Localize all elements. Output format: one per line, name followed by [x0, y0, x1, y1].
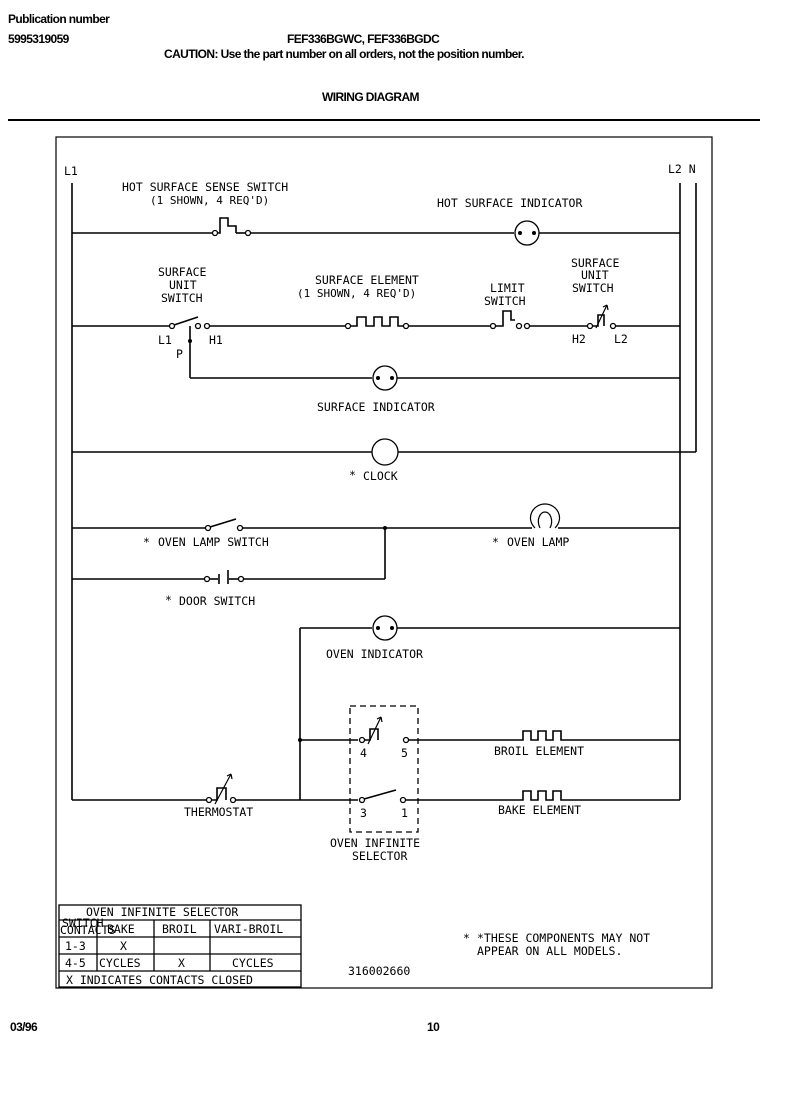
terminal-p: P [176, 347, 183, 361]
selector-table-row1-bake: X [120, 939, 127, 953]
terminal-h1: H1 [209, 333, 223, 347]
broil-element-coil [517, 730, 568, 741]
surface-unit-switch-right-label-3: SWITCH [572, 281, 614, 295]
door-switch-label: DOOR SWITCH [179, 594, 255, 608]
l1-label: L1 [64, 164, 78, 178]
terminal-h2: H2 [572, 332, 586, 346]
hot-surface-row [72, 217, 680, 246]
selector-table-corner-2: CONTACTS [60, 923, 115, 937]
thermostat-symbol [212, 787, 227, 801]
section-title: WIRING DIAGRAM [322, 90, 420, 104]
selector-table-footer: X INDICATES CONTACTS CLOSED [66, 973, 253, 987]
surface-unit-switch-right-label-2: UNIT [581, 268, 609, 282]
oven-lamp-label: OVEN LAMP [507, 535, 569, 549]
publication-label: Publication number [8, 12, 110, 26]
door-switch-asterisk: * [165, 593, 172, 607]
hot-surface-sense-switch-label: HOT SURFACE SENSE SWITCH [122, 180, 288, 194]
surface-unit-switch-left-label-1: SURFACE [158, 265, 207, 279]
surface-element-qty: (1 SHOWN, 4 REQ'D) [297, 287, 416, 300]
l2-n-label: L2 N [668, 162, 696, 176]
selector-table-corner-1: SWITCH [62, 916, 104, 930]
broil-element-label: BROIL ELEMENT [494, 744, 584, 758]
clock-row [72, 438, 696, 466]
footer-date: 03/96 [10, 1020, 38, 1034]
clock-label: CLOCK [363, 469, 398, 483]
surface-element-label: SURFACE ELEMENT [315, 273, 419, 287]
selector-contact-1: 1 [401, 806, 408, 820]
thermostat-label: THERMOSTAT [184, 805, 253, 819]
surface-unit-switch-left-label-3: SWITCH [161, 291, 203, 305]
diagram-number: 316002660 [348, 964, 410, 978]
selector-contact-3: 3 [360, 806, 367, 820]
selector-table-col-bake: BAKE [107, 922, 135, 936]
oven-circuit [72, 615, 681, 833]
oven-lamp-bulb [530, 503, 560, 529]
selector-table-row2-contacts: 4-5 [65, 956, 86, 970]
selector-table-row2-broil: X [178, 956, 185, 970]
selector-table-row1-contacts: 1-3 [65, 939, 86, 953]
selector-table-row2-bake: CYCLES [99, 956, 141, 970]
oven-lamp-row [72, 503, 680, 584]
oven-lamp-switch-label: OVEN LAMP SWITCH [158, 535, 269, 549]
header-rule [8, 119, 760, 121]
oven-lamp-asterisk: * [492, 535, 499, 549]
note-asterisk: * [463, 931, 470, 945]
surface-element-row [72, 304, 680, 391]
diagram-border [55, 136, 713, 989]
terminal-l2: L2 [614, 332, 628, 346]
selector-contact-5: 5 [401, 746, 408, 760]
selector-table-col-broil: BROIL [162, 922, 197, 936]
hot-surface-indicator-label: HOT SURFACE INDICATOR [437, 196, 582, 210]
selector-contact-4: 4 [360, 746, 367, 760]
surface-element-coil [351, 316, 404, 327]
oven-indicator-label: OVEN INDICATOR [326, 647, 423, 661]
selector-table-row2-vari: CYCLES [232, 956, 274, 970]
hot-surface-sense-switch-qty: (1 SHOWN, 4 REQ'D) [150, 194, 269, 207]
components-note-line1: *THESE COMPONENTS MAY NOT [477, 931, 650, 945]
surface-unit-switch-left-label-2: UNIT [169, 278, 197, 292]
terminal-l1: L1 [158, 333, 172, 347]
footer-page-number: 10 [427, 1020, 440, 1034]
oven-infinite-selector-label-2: SELECTOR [352, 849, 407, 863]
surface-unit-switch-right-label-1: SURFACE [571, 256, 620, 270]
selector-table-col-vari-broil: VARI-BROIL [214, 922, 283, 936]
limit-switch-label-2: SWITCH [484, 294, 526, 308]
oven-infinite-selector-label-1: OVEN INFINITE [330, 836, 420, 850]
oven-infinite-selector-box [349, 705, 419, 833]
clock-asterisk: * [349, 468, 356, 482]
components-note-line2: APPEAR ON ALL MODELS. [477, 944, 622, 958]
oven-lamp-switch-asterisk: * [143, 535, 150, 549]
bake-element-label: BAKE ELEMENT [498, 803, 581, 817]
limit-switch-label-1: LIMIT [490, 281, 525, 295]
model-numbers: FEF336BGWC, FEF336BGDC [287, 32, 440, 46]
selector-table [58, 904, 302, 988]
surface-indicator-label: SURFACE INDICATOR [317, 400, 435, 414]
caution-text: CAUTION: Use the part number on all orde… [164, 47, 525, 61]
selector-table-title: OVEN INFINITE SELECTOR [86, 905, 238, 919]
bake-element-coil [517, 790, 568, 801]
clock-symbol [371, 438, 399, 466]
publication-number: 5995319059 [8, 32, 69, 46]
